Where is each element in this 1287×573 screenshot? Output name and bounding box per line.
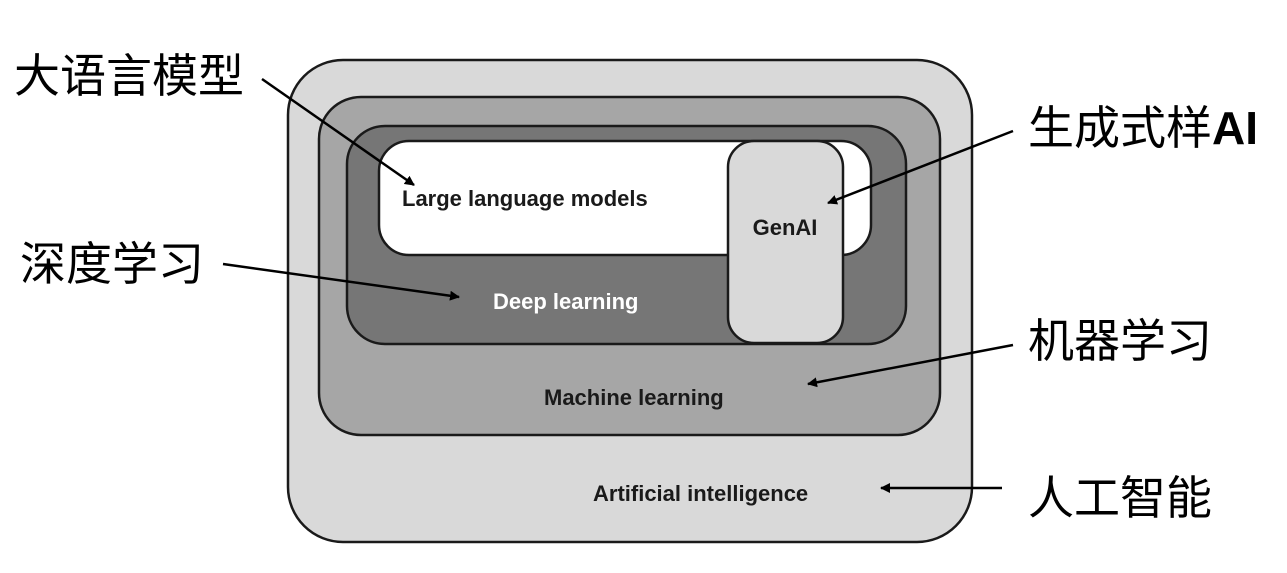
- dl-box-label: Deep learning: [493, 289, 638, 314]
- genai-annotation: 生成式样AI: [1028, 101, 1258, 155]
- llm-arrow: [261, 77, 415, 187]
- ml-box-label: Machine learning: [544, 385, 724, 410]
- llm-annotation: 大语言模型: [14, 49, 244, 103]
- dl-arrow: [222, 262, 460, 301]
- genai-annotation-suffix: AI: [1212, 102, 1258, 154]
- ml-annotation: 机器学习: [1028, 314, 1212, 368]
- ml-arrow: [807, 343, 1014, 388]
- ai-box-label: Artificial intelligence: [593, 481, 808, 506]
- ai-annotation: 人工智能: [1028, 471, 1212, 525]
- dl-annotation: 深度学习: [20, 237, 204, 291]
- llm-box-label: Large language models: [402, 186, 648, 211]
- genai-box: [726, 139, 845, 345]
- genai-annotation-prefix: 生成式样: [1028, 101, 1212, 155]
- genai-arrow: [827, 129, 1014, 205]
- genai-box-label: GenAI: [753, 215, 818, 240]
